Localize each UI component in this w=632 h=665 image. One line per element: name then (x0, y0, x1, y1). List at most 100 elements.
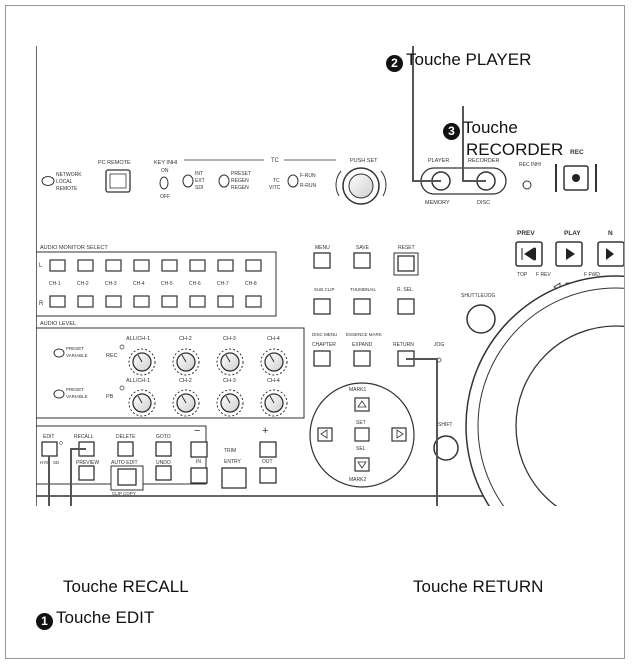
callout-recorder-line2: RECORDER (466, 140, 564, 159)
jog-dial[interactable] (515, 325, 625, 506)
monitor-l-button[interactable] (49, 259, 66, 272)
monitor-l-button[interactable] (189, 259, 206, 272)
level-knob-scale (128, 348, 156, 376)
monitor-l-button[interactable] (77, 259, 94, 272)
run-switch[interactable] (287, 174, 299, 188)
preset-regen-switch[interactable] (218, 174, 230, 188)
disc-menu-label: DISC MENU (312, 332, 337, 337)
auto-edit-label: AUTO EDIT (111, 460, 138, 466)
rec-button-dot (572, 174, 580, 182)
set-button[interactable] (354, 427, 370, 442)
up-arrow-icon (357, 400, 367, 408)
delete-label: DELETE (116, 434, 136, 440)
play-icon (566, 248, 575, 260)
monitor-r-button[interactable] (77, 295, 94, 308)
shift-label: SHIFT (438, 422, 452, 428)
row-l-label: L (39, 263, 43, 269)
network-label: NETWORK (56, 172, 82, 178)
preset-label: PRESET (231, 171, 251, 177)
trim-minus-button[interactable] (190, 441, 208, 458)
sd-label: SD (53, 460, 60, 465)
monitor-r-button[interactable] (133, 295, 150, 308)
int-ext-switch[interactable] (182, 174, 194, 188)
entry-button[interactable] (221, 467, 247, 489)
disc-label: DISC (477, 200, 490, 206)
delete-button[interactable] (117, 441, 134, 457)
out-button[interactable] (259, 467, 277, 484)
shuttle-jog-label: SHUTTLE/JOG (461, 293, 496, 299)
leader-return (406, 358, 438, 506)
monitor-r-button[interactable] (245, 295, 262, 308)
monitor-l-button[interactable] (161, 259, 178, 272)
right-button[interactable] (391, 427, 407, 442)
level-knob-pointer (269, 354, 275, 363)
monitor-r-button[interactable] (105, 295, 122, 308)
auto-edit-button[interactable] (117, 468, 137, 486)
level-knob-pointer (225, 354, 231, 363)
off-label: OFF (160, 194, 170, 200)
r-sel-button[interactable] (397, 298, 415, 315)
left-button[interactable] (317, 427, 333, 442)
key-inhi-switch[interactable] (159, 176, 169, 190)
clip-copy-label: CLIP COPY (112, 491, 136, 496)
callout-return: Touche RETURN (413, 577, 543, 597)
push-set-label: PUSH SET (350, 158, 378, 164)
save-button[interactable] (353, 252, 371, 269)
pb-preset-switch[interactable] (53, 389, 65, 399)
level-ch-label: CH-2 (179, 378, 192, 384)
pc-remote-label: PC REMOTE (98, 160, 131, 166)
monitor-r-button[interactable] (49, 295, 66, 308)
level-knob-pointer (137, 395, 143, 404)
callout-return-text: Touche RETURN (413, 577, 544, 596)
chapter-button[interactable] (313, 350, 331, 367)
monitor-ch-label: CH-8 (245, 281, 257, 287)
thumbnail-label: THUMBNAIL (350, 287, 376, 292)
menu-button[interactable] (313, 252, 331, 269)
push-set-arrows (335, 170, 387, 197)
monitor-r-button[interactable] (161, 295, 178, 308)
monitor-l-button[interactable] (133, 259, 150, 272)
shift-button[interactable] (433, 435, 459, 461)
minus-label: − (194, 425, 200, 437)
thumbnail-button[interactable] (353, 298, 371, 315)
key-inhi-label: KEY INHI (154, 160, 178, 166)
goto-button[interactable] (155, 441, 172, 457)
expand-button[interactable] (353, 350, 371, 367)
monitor-l-button[interactable] (245, 259, 262, 272)
preset-variable-2-label: PRESET (66, 387, 84, 392)
top-label: TOP (517, 272, 528, 278)
monitor-l-button[interactable] (105, 259, 122, 272)
trim-plus-button[interactable] (259, 441, 277, 458)
callout-number-1: 1 (36, 613, 53, 630)
level-ch-label: CH-4 (267, 336, 280, 342)
undo-button[interactable] (155, 465, 172, 481)
preview-button[interactable] (78, 465, 95, 481)
mark1-label: MARK1 (349, 387, 366, 393)
entry-label: ENTRY (224, 459, 242, 465)
level-knob-scale (260, 389, 288, 417)
up-button[interactable] (354, 397, 370, 412)
monitor-ch-label: CH-2 (77, 281, 89, 287)
edit-button[interactable] (41, 441, 58, 457)
save-label: SAVE (356, 245, 370, 251)
shuttle-jog-button[interactable] (466, 304, 496, 334)
monitor-ch-label: CH-6 (189, 281, 201, 287)
monitor-r-button[interactable] (217, 295, 234, 308)
sub-clip-button[interactable] (313, 298, 331, 315)
in-button[interactable] (190, 467, 208, 484)
prev-icon (521, 247, 537, 261)
monitor-ch-label: CH-1 (49, 281, 61, 287)
reset-button[interactable] (397, 255, 415, 272)
rec-preset-switch[interactable] (53, 348, 65, 358)
down-button[interactable] (354, 457, 370, 472)
monitor-l-button[interactable] (217, 259, 234, 272)
monitor-r-button[interactable] (189, 295, 206, 308)
jog-label: JOG (434, 342, 444, 348)
network-switch[interactable] (41, 176, 55, 186)
audio-level-frame (36, 327, 305, 419)
